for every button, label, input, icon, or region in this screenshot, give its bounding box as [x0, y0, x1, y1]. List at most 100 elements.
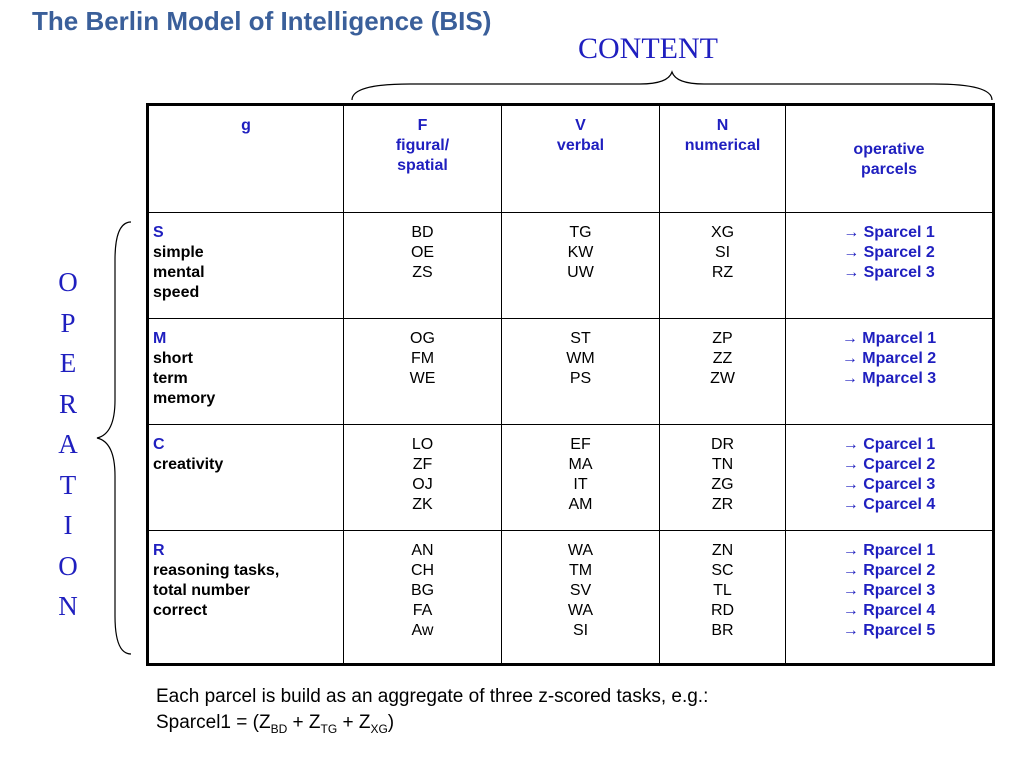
task-code: ZN — [711, 542, 734, 559]
header-g: g — [147, 104, 344, 213]
parcel-item: → Sparcel 3 — [843, 264, 935, 281]
task-code: SV — [569, 582, 592, 599]
task-code: XG — [710, 224, 735, 241]
task-code: SI — [714, 244, 731, 261]
task-code: OG — [410, 330, 435, 347]
parcel-item: → Cparcel 3 — [842, 476, 936, 493]
parcel-item: → Rparcel 2 — [842, 562, 936, 579]
bis-table: g F figural/ spatial V verbal N numerica… — [146, 103, 995, 666]
row-letter: R — [153, 542, 165, 559]
parcel-item: → Cparcel 1 — [842, 436, 936, 453]
operation-letter: T — [59, 469, 77, 500]
parcel-item: → Mparcel 3 — [841, 370, 937, 387]
content-label: CONTENT — [578, 32, 718, 65]
row-label-line: simple — [153, 244, 204, 261]
header-numerical: N numerical — [659, 104, 786, 213]
task-code: TG — [569, 224, 592, 241]
header-operative-parcels: operative parcels — [785, 104, 994, 213]
footnote-formula: Sparcel1 = (ZBD + ZTG + ZXG) — [156, 712, 395, 736]
operation-letter: I — [63, 510, 73, 540]
task-code: PS — [569, 370, 592, 387]
task-cell-N: DR TN ZG ZR — [659, 424, 786, 531]
task-code: CH — [410, 562, 435, 579]
task-code: ST — [570, 330, 591, 347]
task-code: ZW — [710, 370, 735, 387]
task-code: TN — [711, 456, 734, 473]
parcels-cell: → Rparcel 1 → Rparcel 2 → Rparcel 3 → Rparc… — [785, 530, 994, 665]
parcel-item: → Sparcel 1 — [843, 224, 935, 241]
task-code: AN — [411, 542, 434, 559]
task-code: Aw — [411, 622, 434, 639]
task-code: ZK — [412, 496, 433, 513]
task-code: ZZ — [712, 350, 733, 367]
task-code: BG — [410, 582, 435, 599]
header-figural: F figural/ spatial — [343, 104, 502, 213]
task-code: BR — [711, 622, 734, 639]
row-label-line: mental — [153, 264, 205, 281]
task-code: WA — [567, 542, 594, 559]
task-code: OE — [410, 244, 435, 261]
row-label-line: term — [153, 370, 188, 387]
task-code: ZR — [711, 496, 734, 513]
task-code: DR — [710, 436, 735, 453]
content-brace — [351, 70, 993, 101]
task-code: EF — [570, 436, 591, 453]
row-label-line: total number — [153, 582, 250, 599]
parcels-cell: → Sparcel 1 → Sparcel 2 → Sparcel 3 — [785, 212, 994, 319]
header-verbal: V verbal — [501, 104, 660, 213]
parcels-cell: → Cparcel 1 → Cparcel 2 → Cparcel 3 → Cparc… — [785, 424, 994, 531]
task-code: SC — [711, 562, 734, 579]
parcel-item: → Rparcel 5 — [842, 622, 936, 639]
parcel-item: → Rparcel 3 — [842, 582, 936, 599]
task-code: IT — [573, 476, 588, 493]
row-label-line: reasoning tasks, — [153, 562, 280, 579]
task-code: FM — [410, 350, 435, 367]
parcel-item: → Rparcel 1 — [842, 542, 936, 559]
parcel-item: → Mparcel 2 — [841, 350, 937, 367]
task-code: OJ — [412, 476, 433, 493]
operation-letter: A — [58, 429, 78, 459]
operation-brace — [96, 221, 132, 655]
task-cell-N: XG SI RZ — [659, 212, 786, 319]
operation-letter: R — [58, 388, 77, 419]
operation-letter: E — [59, 348, 77, 378]
task-code: TM — [568, 562, 593, 579]
operation-letter: N — [58, 591, 78, 621]
page-title: The Berlin Model of Intelligence (BIS) — [32, 6, 492, 36]
header-row: g F figural/ spatial V verbal N numerica… — [147, 104, 994, 213]
footnote: Each parcel is build as an aggregate of … — [156, 684, 708, 742]
parcel-item: → Cparcel 4 — [842, 496, 936, 513]
task-code: LO — [411, 436, 434, 453]
task-code: TL — [713, 582, 732, 599]
task-code: KW — [567, 244, 594, 261]
parcels-cell: → Mparcel 1 → Mparcel 2 → Mparcel 3 — [785, 318, 994, 425]
task-code: RZ — [711, 264, 734, 281]
footnote-line-1: Each parcel is build as an aggregate of … — [156, 686, 709, 707]
row-label-line: correct — [153, 602, 208, 619]
task-code: AM — [568, 496, 593, 513]
parcel-item: → Mparcel 1 — [841, 330, 937, 347]
parcel-item: → Sparcel 2 — [843, 244, 935, 261]
row-label-line: short — [153, 350, 193, 367]
parcel-item: → Cparcel 2 — [842, 456, 936, 473]
operation-letter: O — [58, 550, 78, 581]
task-code: ZG — [711, 476, 734, 493]
task-code: WM — [566, 350, 595, 367]
task-code: WA — [567, 602, 594, 619]
